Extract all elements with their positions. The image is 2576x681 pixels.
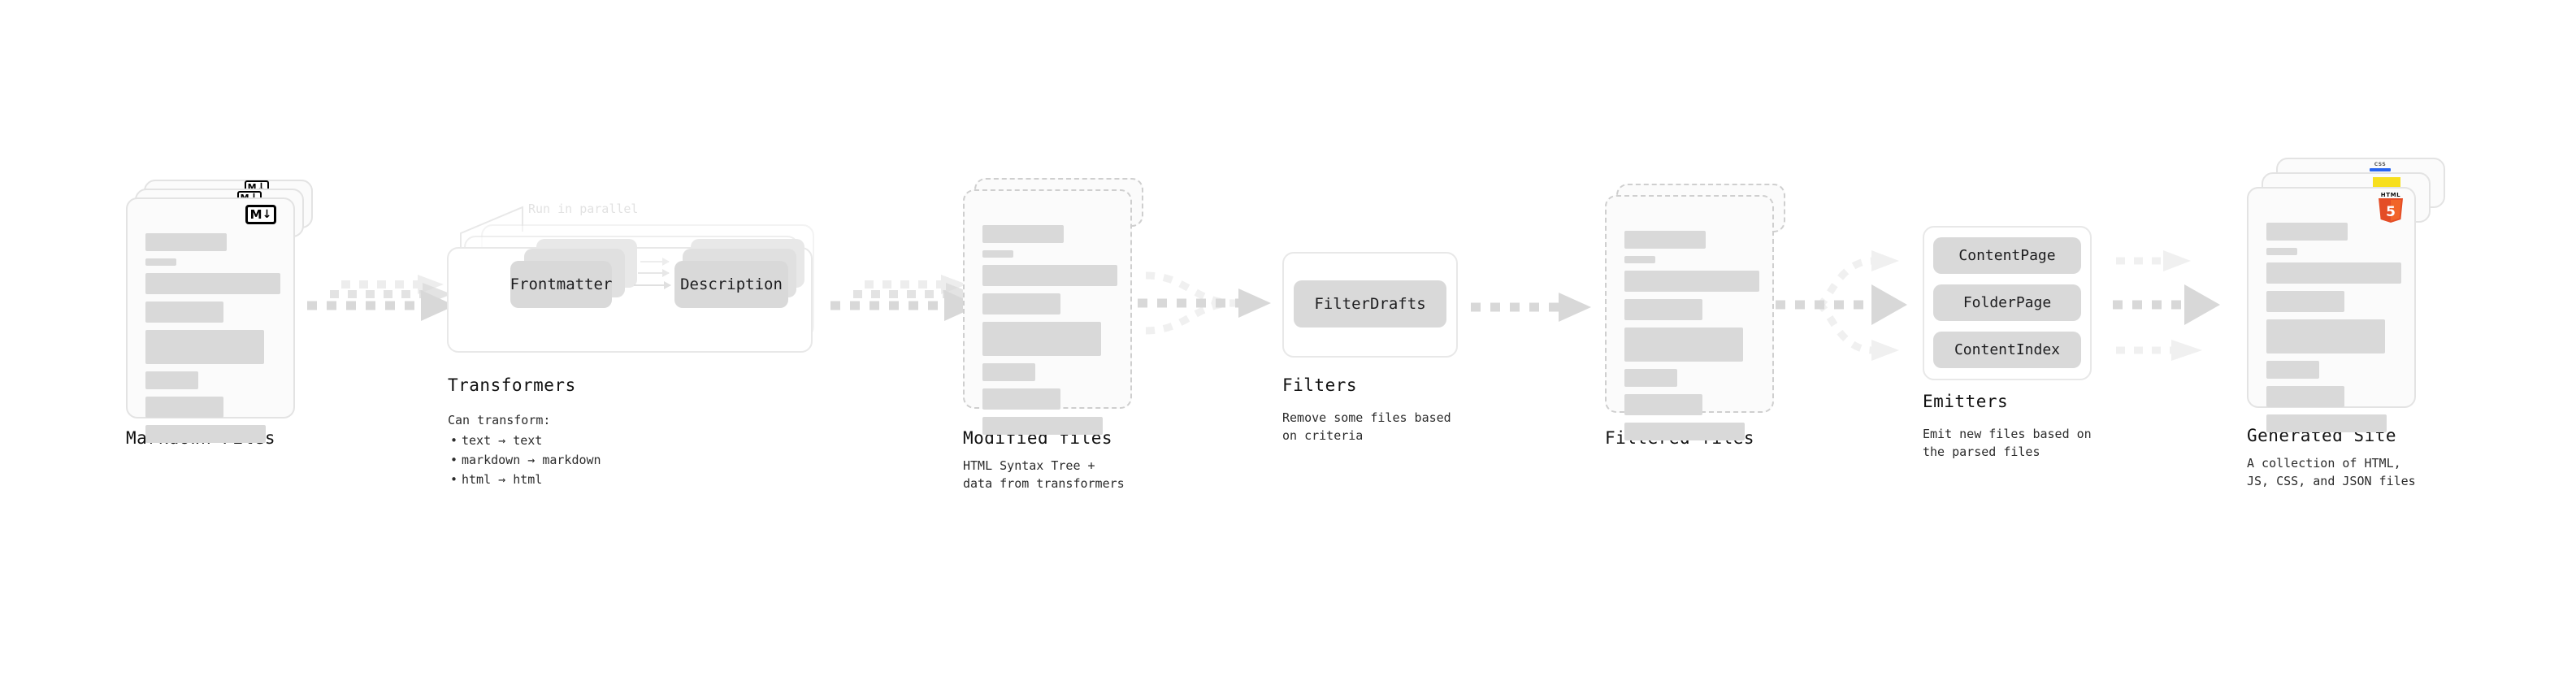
flow-arrow-filtered-to-emitters [1776,234,1922,376]
css-badge-slot: CSS [2370,163,2391,171]
transformer-chip-frontmatter-label: Frontmatter [510,275,613,293]
markdown-icon: M↓ [245,205,276,224]
generated-card-placeholder-lines [2266,223,2401,440]
markdown-icon-letter: M [249,206,262,222]
stage-filtered-files: Filtered files [1605,184,1785,448]
transformers-capability-list: Can transform: text → text markdown → ma… [448,410,601,489]
arrow-parallel-top [2116,250,2191,271]
filter-chip-filterdrafts-label: FilterDrafts [1314,295,1426,313]
flow-arrow-markdown-to-transformers [307,275,458,332]
markdown-badge-front-slot: M↓ [245,205,276,224]
arrow-solid-front [1776,284,1907,325]
generated-card-front [2247,187,2416,432]
filtered-card-placeholder-lines [1624,231,1759,448]
markdown-icon-letter: M [247,182,257,193]
list-item: text → text [450,431,601,450]
flow-arrow-modified-to-filters [1138,264,1284,345]
generated-site-card-stack [2247,158,2445,432]
emitter-chip-folderpage[interactable]: FolderPage [1933,284,2081,321]
emitter-chip-folderpage-label: FolderPage [1962,294,2052,311]
emitter-chip-contentindex-label: ContentIndex [1954,341,2061,358]
stage-filters: FilterDrafts Filters Remove some files b… [1282,252,1458,443]
transformer-inner-arrow [634,281,671,289]
stage-markdown-files: M↓ M↓ M↓ Markdown Files [0,0,317,681]
stage-desc-modified-files: HTML Syntax Tree + data from transformer… [963,458,1125,491]
stage-emitters: ContentPage FolderPage ContentIndex Emit… [1923,226,2092,459]
stage-title-emitters: Emitters [1923,392,2009,411]
markdown-card-placeholder-lines [145,233,280,450]
transformer-chip-frontmatter[interactable]: Frontmatter [510,261,612,308]
modified-card-placeholder-lines [982,225,1117,442]
css-icon: CSS [2370,163,2391,171]
transformer-inner-arrow [638,269,670,277]
transformer-inner-arrow [640,258,670,266]
css-icon-underline [2370,168,2391,171]
list-item: markdown → markdown [450,450,601,470]
stage-modified-files: Modified files HTML Syntax Tree + data f… [0,0,1268,681]
modified-files-card-stack [963,178,1143,435]
arrow-parallel-bottom [2116,340,2202,361]
transformers-capability-items: text → text markdown → markdown html → h… [448,431,601,489]
arrow-solid-front [1138,288,1271,318]
transformer-chip-description[interactable]: Description [674,261,788,308]
markdown-icon-arrow: ↓ [262,208,272,221]
flow-arrow-emitters-to-site [2113,234,2259,376]
html5-icon-number: 5 [2386,204,2396,220]
run-in-parallel-label: Run in parallel [528,202,639,216]
transformers-module-stack: Frontmatter Description [447,224,821,362]
arrow-solid-front [307,290,455,321]
markdown-files-card-stack [126,180,313,443]
run-in-parallel-bracket [460,206,523,249]
html5-icon: HTML 5 [2377,193,2405,223]
stage-desc-emitters: Emit new files based on the parsed files [1923,427,2092,459]
html5-icon-wordmark: HTML [2380,192,2401,198]
filter-chip-filterdrafts[interactable]: FilterDrafts [1294,280,1446,327]
filters-module-stack: FilterDrafts [1282,252,1458,358]
stage-desc-filters: Remove some files based on criteria [1282,410,1451,443]
emitter-chip-contentindex[interactable]: ContentIndex [1933,332,2081,368]
modified-card-front [963,189,1132,435]
css-icon-label: CSS [2374,162,2387,167]
filtered-card-front [1605,195,1774,440]
markdown-icon-arrow: ↓ [256,180,267,194]
list-item: html → html [450,470,601,489]
flow-arrow-transformers-to-modified [830,275,981,332]
transformers-capability-heading: Can transform: [448,413,551,427]
filtered-files-card-stack [1605,184,1785,440]
stage-title-filters: Filters [1282,375,1358,395]
arrow-solid-front [830,290,978,321]
markdown-card-front [126,197,295,443]
stage-title-transformers: Transformers [448,375,576,395]
html5-badge-slot: HTML 5 [2377,193,2405,223]
emitter-chip-contentpage-label: ContentPage [1958,247,2056,264]
emitters-module-stack: ContentPage FolderPage ContentIndex [1923,226,2092,380]
stage-transformers: Run in parallel Frontmatter Description … [0,0,861,681]
arrow-solid-front [2113,284,2220,325]
transformer-chip-description-label: Description [680,275,783,293]
emitter-chip-contentpage[interactable]: ContentPage [1933,237,2081,274]
arrow-solid-front [1471,293,1591,322]
flow-arrow-filters-to-filtered [1471,291,1601,322]
stage-desc-generated-site: A collection of HTML, JS, CSS, and JSON … [2247,456,2416,488]
